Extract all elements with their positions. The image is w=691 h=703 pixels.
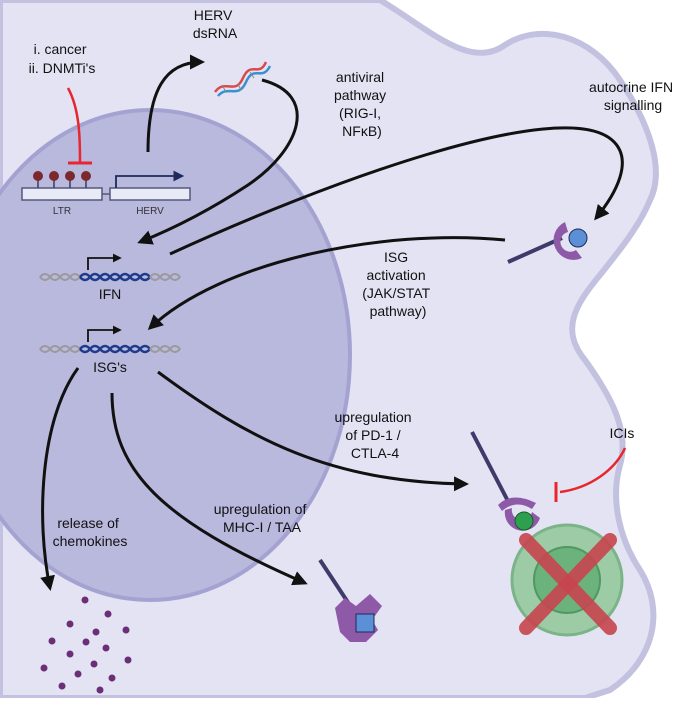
ifn-receptor (507, 222, 588, 264)
herv-dsrna-label: HERV dsRNA (193, 7, 238, 41)
ltr-label: LTR (53, 206, 71, 217)
mhc-receptor (318, 558, 382, 642)
cancer-dnmti-label: i. cancer ii. DNMTi's (29, 41, 96, 76)
arrow-mhc (110, 392, 308, 586)
nucleus (0, 108, 352, 602)
isg-activation-label: ISG activation (JAK/STAT pathway) (362, 249, 434, 319)
pd1-label: upregulation of PD-1 / CTLA-4 (335, 409, 416, 461)
t-cell (510, 523, 624, 637)
ifn-label: IFN (99, 286, 122, 302)
ltr-box (21, 187, 103, 201)
arrow-antiviral-to-ifn (137, 78, 299, 245)
arrow-herv-to-dsrna (146, 54, 205, 153)
herv-box (109, 187, 191, 201)
arrow-autocrine (169, 126, 624, 256)
isgs-label: ISG's (93, 359, 127, 375)
mhc-label: upregulation of MHC-I / TAA (214, 501, 311, 535)
cancer-inhibition-line (66, 87, 82, 163)
arrow-chemokines (40, 367, 80, 591)
arrow-pd1 (157, 370, 469, 492)
ifn-dna (39, 253, 181, 282)
chemokine-dots (40, 596, 132, 694)
herv-promoter-arrow (115, 170, 185, 188)
pd1-receptor (470, 431, 540, 531)
autocrine-label: autocrine IFN signalling (589, 79, 677, 113)
dsrna-icon (213, 61, 272, 97)
icis-label: ICIs (610, 425, 635, 441)
arrow-isg-activation (147, 236, 506, 331)
ici-inhibition-line (559, 447, 627, 494)
isg-dna (39, 325, 181, 354)
antiviral-label: antiviral pathway (RIG-I, NFκB) (334, 69, 390, 139)
chemokines-label: release of chemokines (53, 515, 128, 549)
herv-label: HERV (136, 206, 164, 217)
herv-gene: LTR HERV (21, 170, 191, 217)
pathway-arrows (40, 54, 624, 591)
methylation-marks (33, 171, 91, 188)
